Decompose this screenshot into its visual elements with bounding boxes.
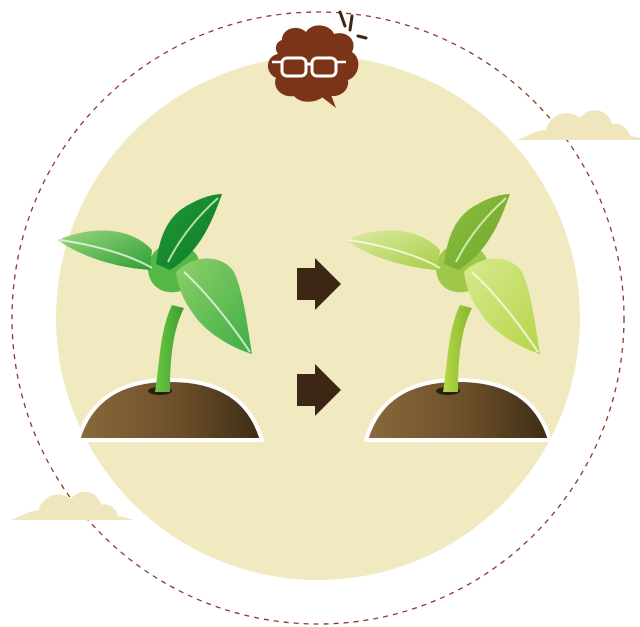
cloud-icon [10, 492, 134, 520]
cloud-icon [516, 110, 640, 140]
